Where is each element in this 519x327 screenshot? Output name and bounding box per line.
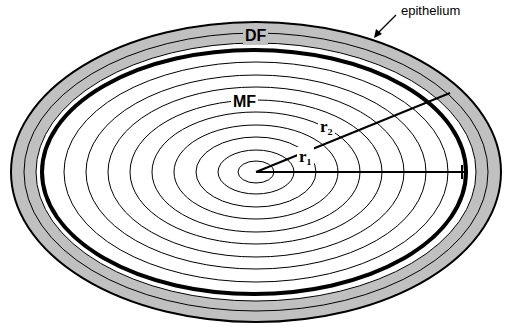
radius-line [256, 171, 468, 173]
region-label: DF [243, 27, 268, 45]
radius-label: r₁ [297, 147, 314, 167]
ellipse-outline [11, 22, 501, 322]
outer-layer: DF MF [11, 22, 501, 322]
radius-tick [461, 165, 463, 179]
band-line [24, 33, 488, 311]
ellipse-outline [42, 50, 466, 294]
band-inner-edge [36, 43, 476, 301]
leader-arrowhead [374, 29, 382, 38]
radius-line [256, 93, 450, 172]
radius-label: r₂ [318, 117, 335, 137]
inner-core: MF [42, 50, 466, 294]
region-label: MF [231, 93, 258, 111]
outer-band [11, 22, 501, 322]
callout-label: epithelium [400, 4, 461, 19]
leader-line [378, 15, 396, 33]
